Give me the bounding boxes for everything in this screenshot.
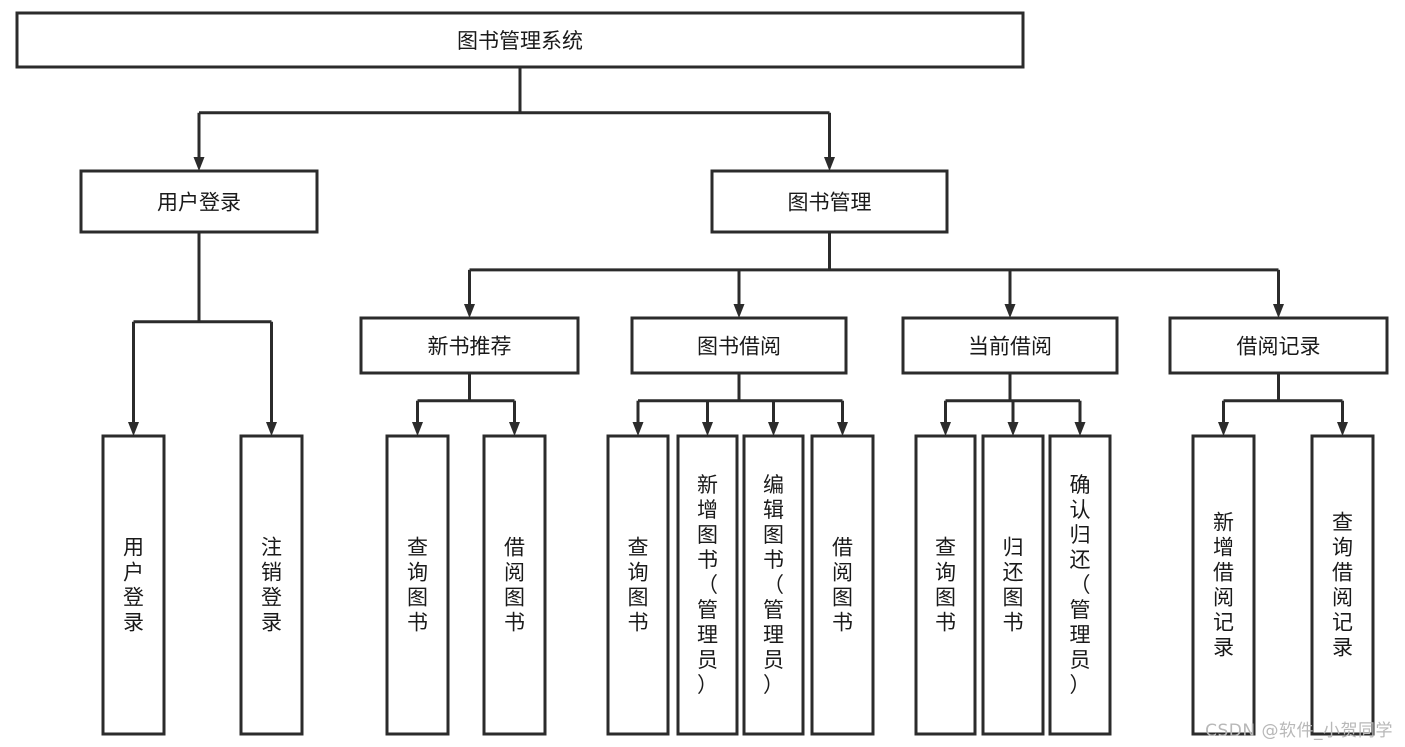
arrow-head-icon (768, 422, 779, 436)
node-label: 图书管理 (788, 191, 872, 215)
node-label: 当前借阅 (968, 335, 1052, 359)
node-box (901, 316, 1119, 375)
node-label: 归还图书 (1003, 536, 1024, 635)
node-label: 新增借阅记录 (1213, 511, 1234, 660)
node-leaf-query-book-3[interactable]: 查询图书 (914, 434, 977, 736)
node-box (482, 434, 547, 736)
node-label: 新书推荐 (428, 335, 512, 359)
arrow-head-icon (1007, 422, 1019, 436)
edge-group-borrow-record (1218, 373, 1348, 436)
arrow-head-icon (193, 157, 205, 171)
node-label: 查询借阅记录 (1332, 511, 1353, 660)
node-leaf-add-borrow-record[interactable]: 新增借阅记录 (1191, 434, 1256, 736)
node-box (810, 434, 875, 736)
node-box (742, 434, 805, 736)
arrow-head-icon (632, 422, 644, 436)
node-label: 借阅图书 (504, 536, 525, 635)
node-label: 确认归还（管理员） (1070, 473, 1091, 697)
node-label: 编辑图书（管理员） (763, 473, 784, 697)
edge-group-user-login (128, 232, 277, 436)
node-box (1310, 434, 1375, 736)
node-leaf-user-login[interactable]: 用户登录 (101, 434, 166, 736)
arrow-head-icon (509, 422, 520, 436)
node-leaf-query-book-1[interactable]: 查询图书 (385, 434, 450, 736)
node-box (101, 434, 166, 736)
arrow-head-icon (1004, 304, 1016, 318)
node-box (710, 169, 949, 234)
node-label: 用户登录 (157, 191, 241, 215)
arrow-head-icon (940, 422, 951, 436)
node-new-book-recommend[interactable]: 新书推荐 (359, 316, 580, 375)
node-root[interactable]: 图书管理系统 (15, 11, 1025, 69)
arrow-head-icon (733, 304, 745, 318)
arrow-head-icon (266, 422, 277, 436)
arrow-head-icon (1337, 422, 1348, 436)
connector-layer (128, 67, 1348, 436)
node-label: 用户登录 (123, 536, 144, 635)
arrow-head-icon (412, 422, 423, 436)
node-box (359, 316, 580, 375)
node-box (630, 316, 848, 375)
arrow-head-icon (464, 304, 475, 318)
node-leaf-return-book[interactable]: 归还图书 (981, 434, 1045, 736)
node-label: 查询图书 (407, 536, 428, 635)
node-book-borrow[interactable]: 图书借阅 (630, 316, 848, 375)
node-label: 图书管理系统 (457, 29, 583, 53)
node-label: 图书借阅 (697, 335, 781, 359)
node-leaf-add-book-admin[interactable]: 新增图书（管理员） (676, 434, 739, 736)
node-box (676, 434, 739, 736)
arrow-head-icon (702, 422, 713, 436)
edge-group-current-borrow (940, 373, 1086, 436)
node-box (981, 434, 1045, 736)
arrow-head-icon (1273, 304, 1284, 318)
node-current-borrow[interactable]: 当前借阅 (901, 316, 1119, 375)
node-book-manage[interactable]: 图书管理 (710, 169, 949, 234)
node-label: 借阅图书 (832, 536, 853, 635)
node-label: 注销登录 (261, 536, 282, 635)
node-user-login[interactable]: 用户登录 (79, 169, 319, 234)
node-box (1168, 316, 1389, 375)
node-box (239, 434, 304, 736)
node-label: 查询图书 (628, 536, 649, 635)
node-leaf-confirm-return-admin[interactable]: 确认归还（管理员） (1048, 434, 1112, 736)
node-leaf-logout[interactable]: 注销登录 (239, 434, 304, 736)
edge-group-book-borrow (632, 373, 848, 436)
node-layer: 图书管理系统用户登录图书管理新书推荐图书借阅当前借阅借阅记录用户登录注销登录查询… (15, 11, 1389, 736)
node-box (1191, 434, 1256, 736)
edge-group-book-manage (464, 232, 1284, 318)
arrow-head-icon (1218, 422, 1229, 436)
node-box (15, 11, 1025, 69)
arrow-head-icon (837, 422, 848, 436)
node-leaf-borrow-book-2[interactable]: 借阅图书 (810, 434, 875, 736)
node-leaf-query-borrow-record[interactable]: 查询借阅记录 (1310, 434, 1375, 736)
arrow-head-icon (1074, 422, 1086, 436)
arrow-head-icon (824, 157, 835, 171)
node-box (79, 169, 319, 234)
edge-group-new-book-recommend (412, 373, 520, 436)
node-box (606, 434, 670, 736)
node-label: 查询图书 (935, 536, 956, 635)
node-box (1048, 434, 1112, 736)
arrow-head-icon (128, 422, 139, 436)
node-label: 借阅记录 (1237, 335, 1321, 359)
node-label: 新增图书（管理员） (697, 473, 718, 697)
node-leaf-query-book-2[interactable]: 查询图书 (606, 434, 670, 736)
node-box (385, 434, 450, 736)
node-borrow-record[interactable]: 借阅记录 (1168, 316, 1389, 375)
edge-group-root (193, 67, 835, 171)
node-leaf-borrow-book-1[interactable]: 借阅图书 (482, 434, 547, 736)
node-box (914, 434, 977, 736)
node-leaf-edit-book-admin[interactable]: 编辑图书（管理员） (742, 434, 805, 736)
